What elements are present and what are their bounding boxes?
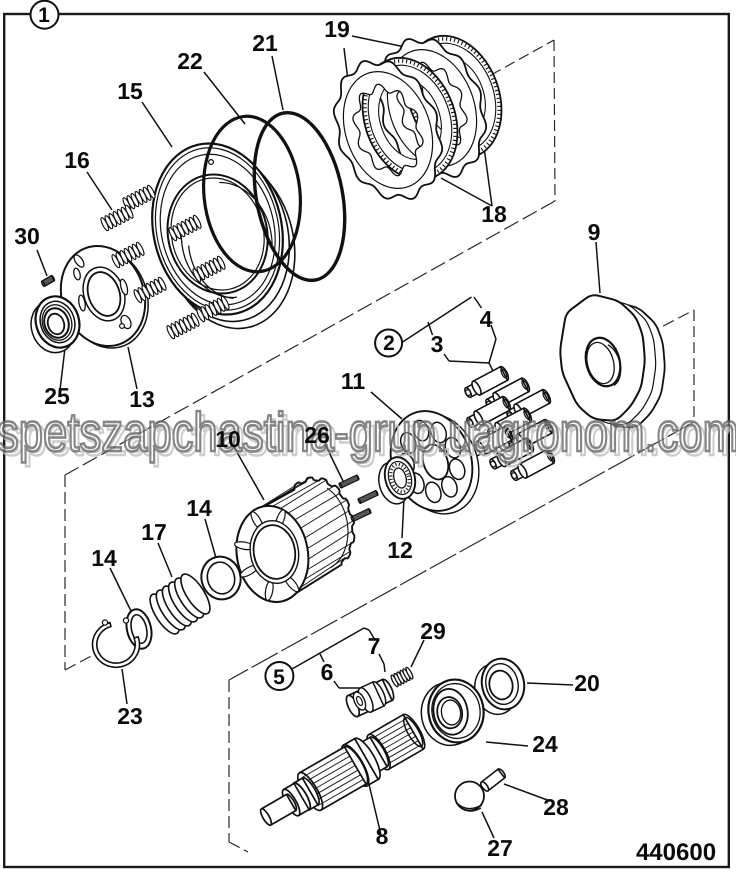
svg-text:6: 6 bbox=[321, 659, 334, 685]
svg-text:27: 27 bbox=[487, 835, 513, 861]
svg-text:12: 12 bbox=[387, 537, 413, 563]
svg-text:20: 20 bbox=[574, 670, 600, 696]
svg-text:14: 14 bbox=[186, 495, 212, 521]
svg-text:16: 16 bbox=[64, 147, 90, 173]
svg-text:1: 1 bbox=[38, 4, 50, 27]
svg-text:23: 23 bbox=[117, 703, 143, 729]
svg-text:26: 26 bbox=[304, 422, 330, 448]
svg-text:5: 5 bbox=[273, 666, 285, 689]
svg-text:440600: 440600 bbox=[636, 839, 716, 866]
svg-text:4: 4 bbox=[480, 306, 493, 332]
svg-text:28: 28 bbox=[543, 794, 569, 820]
svg-text:spetszapchastina-grup.uagronom: spetszapchastina-grup.uagronom.com bbox=[1, 405, 736, 467]
svg-text:19: 19 bbox=[324, 16, 350, 42]
svg-text:30: 30 bbox=[14, 223, 40, 249]
svg-text:15: 15 bbox=[117, 78, 143, 104]
svg-text:7: 7 bbox=[368, 633, 381, 659]
svg-text:3: 3 bbox=[431, 331, 444, 357]
svg-text:9: 9 bbox=[588, 219, 601, 245]
svg-text:spetszapchastina-grup.uagronom: spetszapchastina-grup.uagronom.com bbox=[0, 401, 736, 463]
svg-text:17: 17 bbox=[141, 519, 167, 545]
svg-text:14: 14 bbox=[91, 545, 117, 571]
svg-text:11: 11 bbox=[341, 368, 366, 394]
svg-text:29: 29 bbox=[420, 618, 446, 644]
svg-text:8: 8 bbox=[376, 823, 389, 849]
svg-text:18: 18 bbox=[481, 201, 507, 227]
svg-text:21: 21 bbox=[252, 30, 278, 56]
svg-text:22: 22 bbox=[177, 48, 203, 74]
svg-text:13: 13 bbox=[129, 386, 155, 412]
svg-text:10: 10 bbox=[215, 426, 241, 452]
svg-text:25: 25 bbox=[44, 383, 70, 409]
svg-text:2: 2 bbox=[383, 332, 395, 355]
svg-text:24: 24 bbox=[532, 731, 558, 757]
